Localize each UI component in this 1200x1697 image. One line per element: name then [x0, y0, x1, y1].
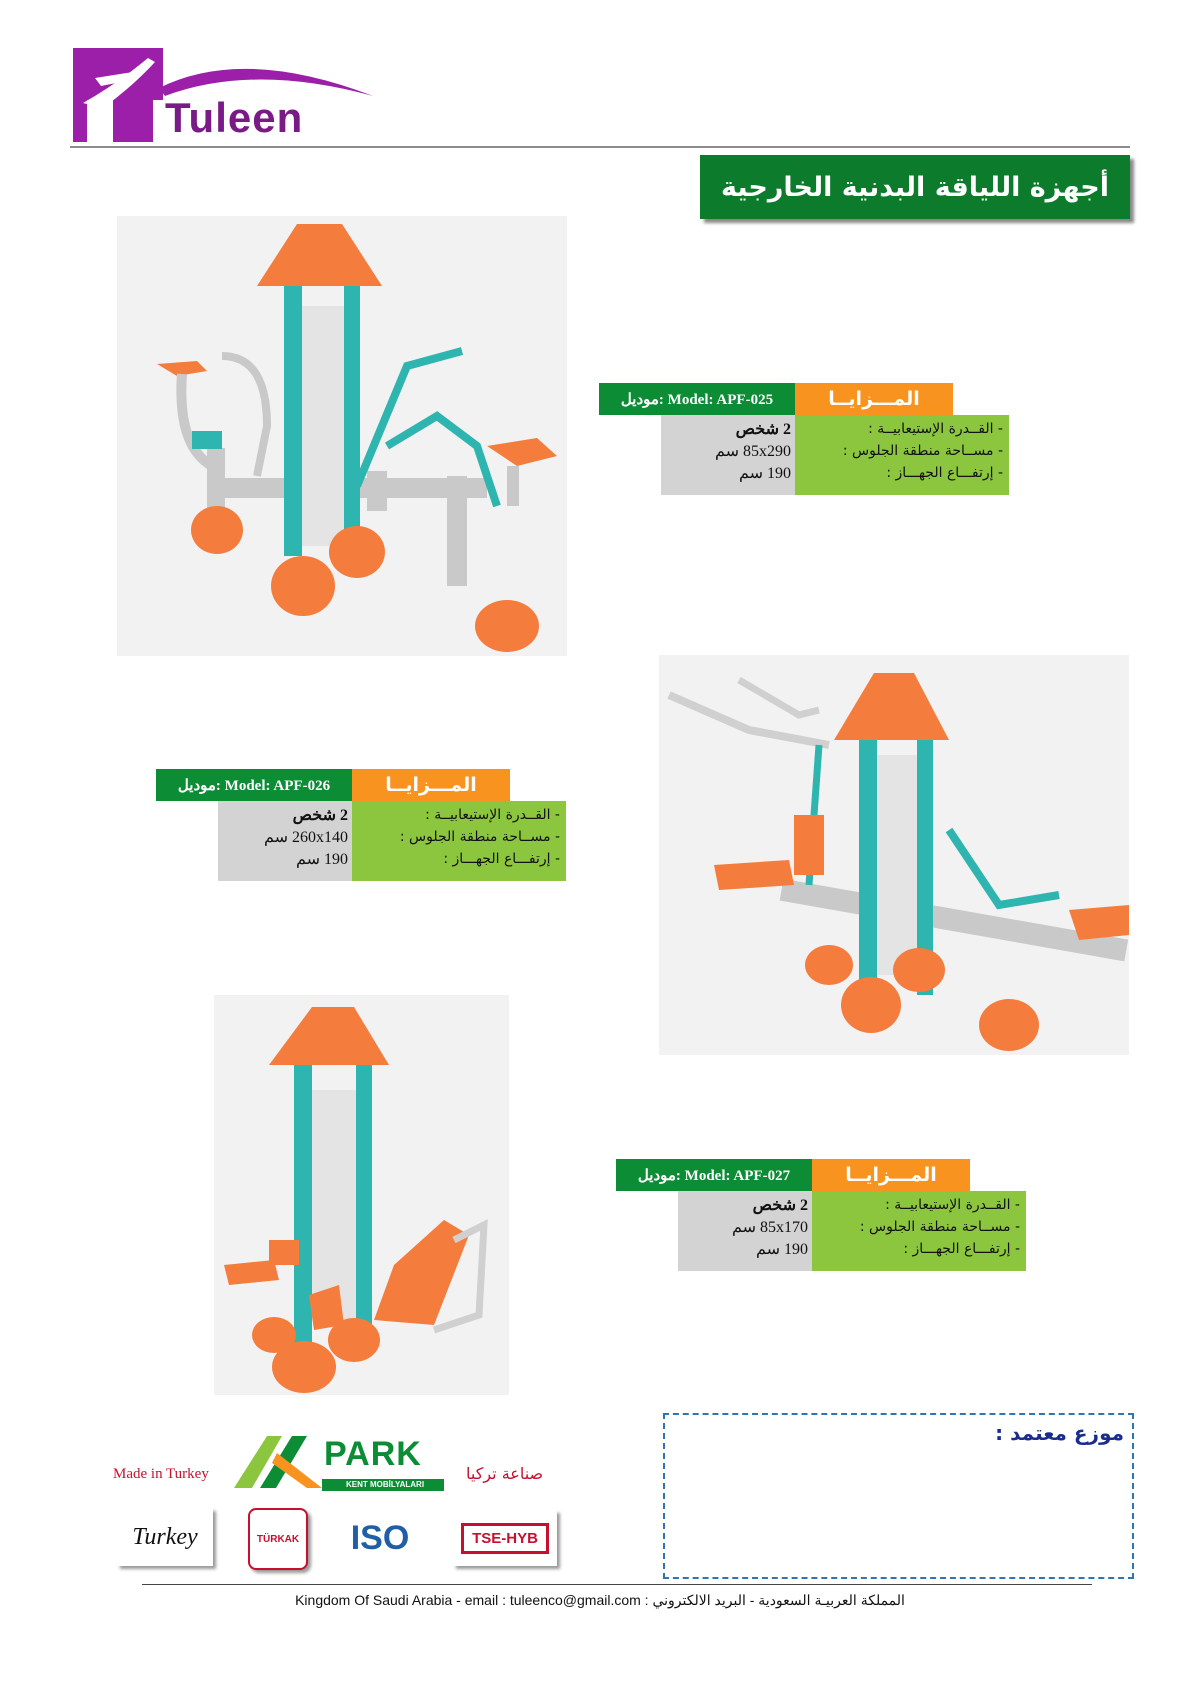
page-title-banner: أجهزة اللياقة البدنية الخارجية	[700, 155, 1130, 219]
spec-value: 85x170 سم	[731, 1219, 808, 1236]
product-image-apf-025	[117, 216, 567, 656]
spec-value: 2 شخص	[752, 1197, 808, 1214]
turkey-badge: Turkey	[117, 1508, 213, 1566]
features-label: المـــزايــا	[352, 769, 510, 801]
park-logo-subtext: KENT MOBİLYALARI	[345, 1480, 425, 1489]
brand-name: Tuleen	[165, 94, 304, 141]
made-in-turkey-en: Made in Turkey	[113, 1466, 209, 1482]
model-label: Model: APF-025 :موديل	[599, 383, 795, 415]
spec-labels-bg	[795, 415, 1009, 495]
turkak-badge-text: TÜRKAK	[256, 1533, 300, 1545]
spec-label: - مســاحة منطقة الجلوس :	[399, 829, 560, 845]
model-label: Model: APF-026 :موديل	[156, 769, 352, 801]
spec-value: 85x290 سم	[714, 443, 791, 460]
tse-badge-text: TSE-HYB	[461, 1522, 549, 1554]
iso-badge: ISO	[340, 1505, 420, 1571]
footer-divider	[142, 1584, 1092, 1585]
park-logo-text: PARK	[324, 1435, 422, 1473]
tse-badge: TSE-HYB	[453, 1510, 557, 1566]
spec-label: - إرتفـــاع الجهـــاز :	[443, 851, 560, 867]
park-logo-mark	[234, 1436, 444, 1491]
spec-header: Model: APF-027 :موديل المـــزايــا	[616, 1159, 1026, 1191]
brand-logo: Tuleen	[73, 48, 373, 146]
spec-label: - القــدرة الإستيعابيــة :	[885, 1197, 1020, 1213]
spec-table-apf-027: Model: APF-027 :موديل المـــزايــا - الق…	[616, 1159, 1026, 1271]
park-logo: PARK KENT MOBİLYALARI	[232, 1433, 447, 1493]
made-in-turkey-ar: صناعة تركيا	[466, 1464, 544, 1483]
features-label: المـــزايــا	[795, 383, 953, 415]
header-divider	[70, 146, 1130, 148]
spec-table-apf-025: Model: APF-025 :موديل المـــزايــا - الق…	[599, 383, 1009, 495]
spec-value: 190 سم	[755, 1241, 808, 1258]
spec-label: - مســاحة منطقة الجلوس :	[842, 443, 1003, 459]
brand-logo-mark	[73, 48, 373, 142]
model-label: Model: APF-027 :موديل	[616, 1159, 812, 1191]
distributor-box: موزع معتمد :	[663, 1413, 1134, 1579]
spec-table-apf-026: Model: APF-026 :موديل المـــزايــا - الق…	[156, 769, 566, 881]
page-title: أجهزة اللياقة البدنية الخارجية	[720, 171, 1110, 203]
turkak-badge: TÜRKAK	[248, 1508, 308, 1570]
spec-labels-bg	[812, 1191, 1026, 1271]
spec-value: 2 شخص	[292, 807, 348, 824]
spec-header: Model: APF-026 :موديل المـــزايــا	[156, 769, 566, 801]
spec-label: - مســاحة منطقة الجلوس :	[859, 1219, 1020, 1235]
spec-label: - القــدرة الإستيعابيــة :	[868, 421, 1003, 437]
features-label: المـــزايــا	[812, 1159, 970, 1191]
spec-label: - إرتفـــاع الجهـــاز :	[886, 465, 1003, 481]
spec-header: Model: APF-025 :موديل المـــزايــا	[599, 383, 1009, 415]
spec-value: 2 شخص	[735, 421, 791, 438]
footer-contact: Kingdom Of Saudi Arabia - email : tuleen…	[295, 1592, 905, 1608]
distributor-label: موزع معتمد :	[995, 1421, 1124, 1445]
spec-value: 190 سم	[295, 851, 348, 868]
turkey-badge-text: Turkey	[132, 1523, 198, 1550]
product-image-apf-026	[659, 655, 1129, 1055]
product-image-apf-027	[214, 995, 509, 1395]
spec-value: 190 سم	[738, 465, 791, 482]
spec-label: - إرتفـــاع الجهـــاز :	[903, 1241, 1020, 1257]
spec-value: 260x140 سم	[263, 829, 348, 846]
spec-label: - القــدرة الإستيعابيــة :	[425, 807, 560, 823]
iso-badge-text: ISO	[350, 1518, 410, 1557]
spec-values-bg	[678, 1191, 812, 1271]
spec-values-bg	[661, 415, 795, 495]
spec-values-bg	[218, 801, 352, 881]
spec-labels-bg	[352, 801, 566, 881]
